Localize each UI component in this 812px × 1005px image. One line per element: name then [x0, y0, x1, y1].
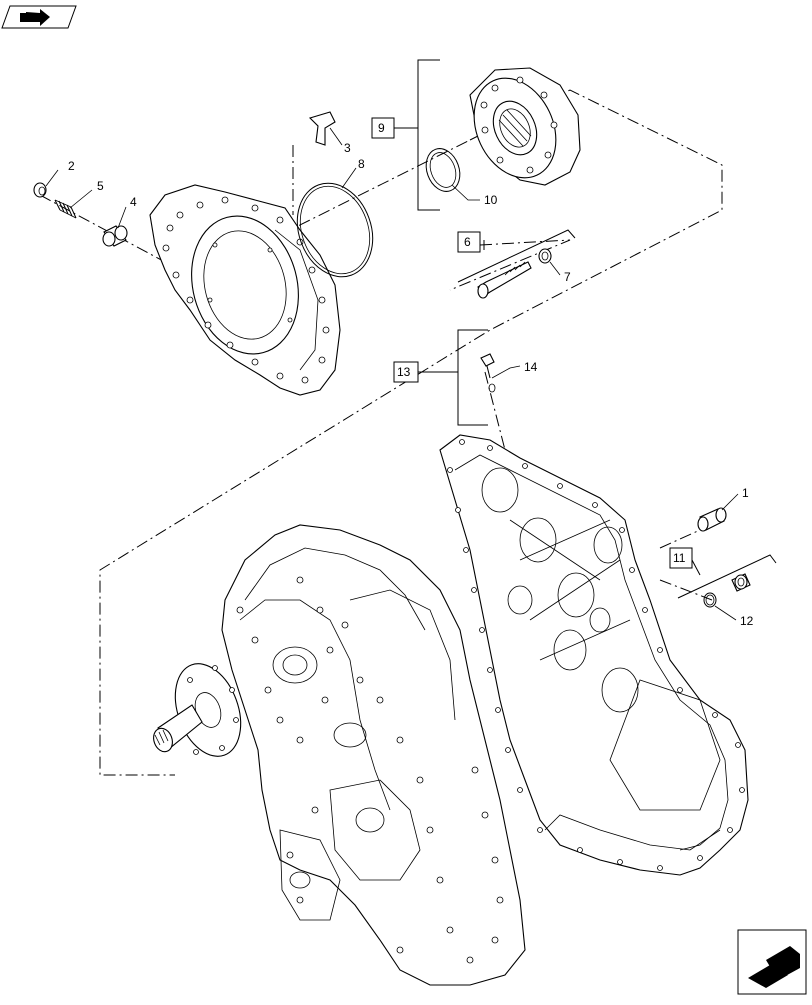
transmission-housing	[221, 524, 526, 986]
next-page-arrow-icon[interactable]	[737, 929, 807, 995]
callout-11: 11	[673, 551, 686, 565]
pin-4	[102, 225, 128, 247]
book-arrow-icon[interactable]	[1, 5, 77, 29]
plug-11	[731, 573, 751, 592]
callout-6: 6	[464, 235, 471, 249]
transmission-cover	[439, 434, 749, 876]
callout-9: 9	[378, 121, 385, 135]
spring-5	[54, 199, 77, 219]
callout-2: 2	[68, 159, 75, 173]
pump-gear-assembly-9	[469, 67, 581, 186]
callout-box-6	[457, 231, 481, 253]
sleeve-1	[697, 507, 727, 532]
callout-13: 13	[397, 365, 411, 379]
o-ring-8	[296, 182, 374, 278]
callouts: 2 5 4 3 8 10 7 14 1 12 9 6 13 11	[68, 117, 754, 628]
seal-ring-10	[425, 148, 461, 192]
callout-10: 10	[484, 193, 498, 207]
callout-box-11	[669, 547, 693, 569]
screw-14	[480, 353, 496, 393]
callout-box-13	[393, 361, 419, 383]
callout-14: 14	[524, 360, 538, 374]
callout-12: 12	[740, 614, 754, 628]
callout-box-9	[371, 117, 395, 139]
output-shaft-flange	[153, 663, 242, 757]
callout-4: 4	[130, 195, 137, 209]
assembly-centerlines	[39, 89, 723, 776]
callout-3: 3	[344, 141, 351, 155]
washer-2	[33, 182, 47, 198]
leader-lines	[45, 127, 739, 621]
bolt-6	[477, 261, 532, 299]
group-brackets	[378, 59, 777, 599]
washer-7	[538, 248, 552, 264]
callout-8: 8	[358, 157, 365, 171]
clip-3	[308, 111, 336, 146]
callout-5: 5	[97, 179, 104, 193]
callout-1: 1	[742, 486, 749, 500]
o-ring-12	[703, 592, 717, 608]
callout-7: 7	[564, 270, 571, 284]
pump-housing	[149, 184, 341, 396]
